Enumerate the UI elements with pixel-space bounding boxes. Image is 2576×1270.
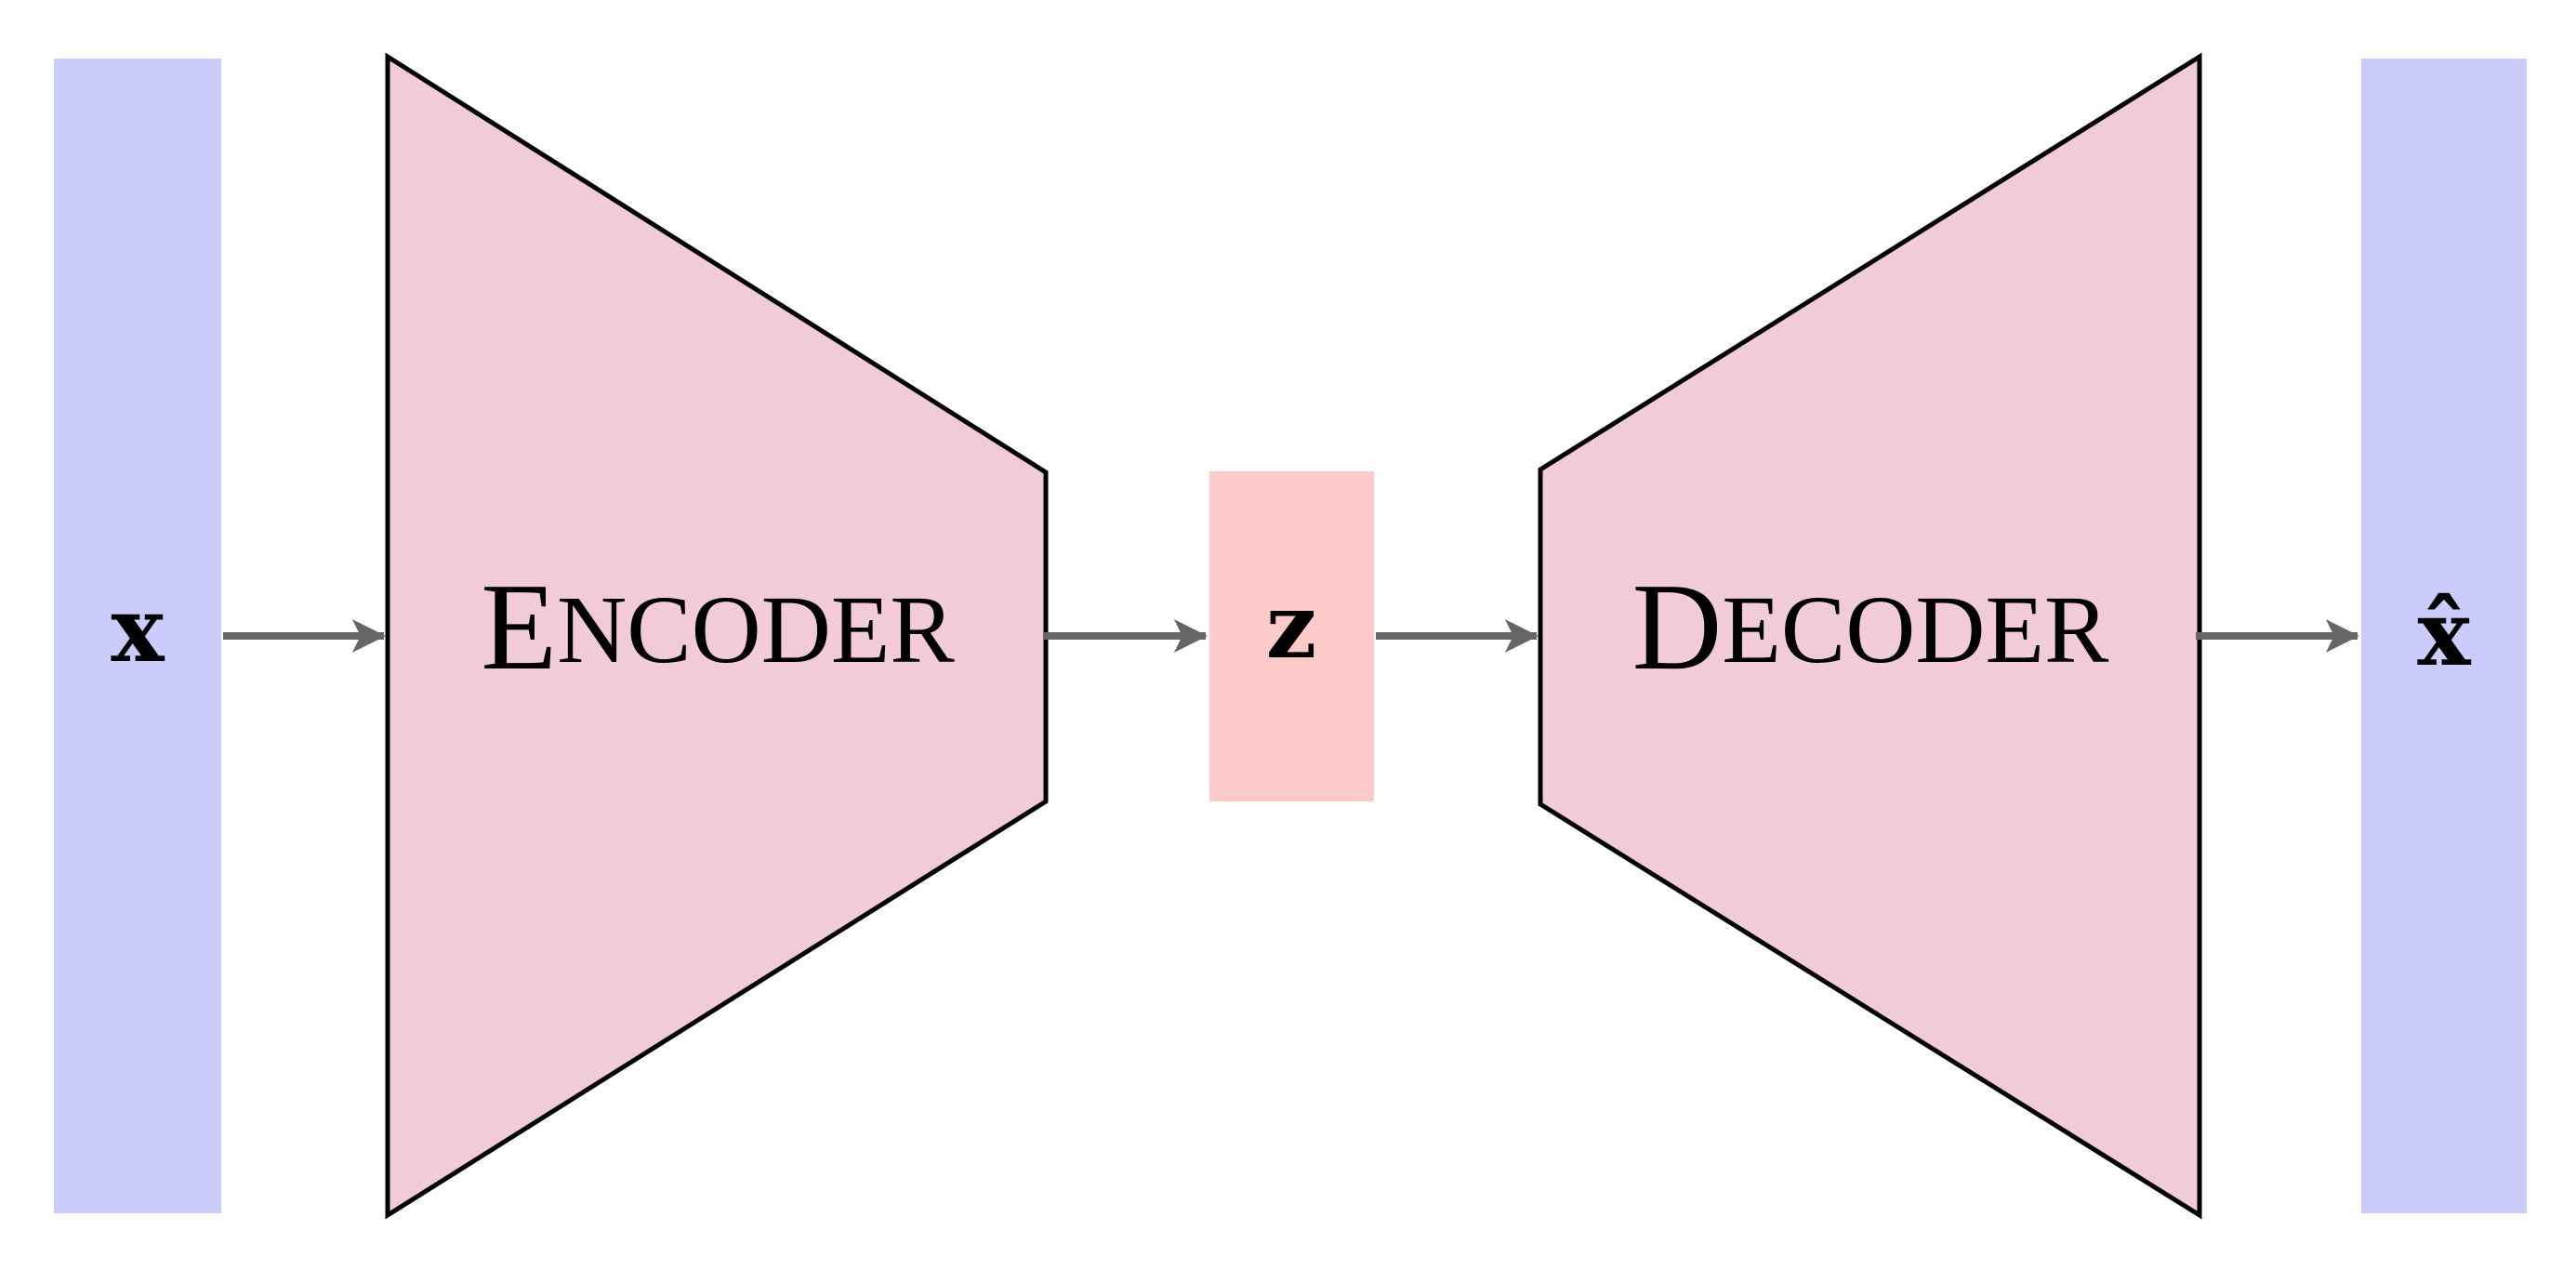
latent-box [1209,471,1374,801]
input-node: x [54,59,221,1213]
decoder-label-initial: D [1632,558,1723,695]
input-label: x [111,577,165,682]
latent-label: z [1266,574,1317,679]
encoder-shape [385,52,1049,1220]
input-box [54,59,221,1213]
encoder-label-rest: NCODER [557,576,955,683]
output-box [2361,59,2527,1213]
encoder-label-initial: E [481,558,557,695]
decoder-label: DECODER [1632,558,2109,695]
latent-node: z [1209,471,1374,801]
output-node: x̂ [2361,59,2527,1213]
decoder-shape [1538,52,2202,1220]
output-label: x̂ [2417,581,2471,686]
encoder-block: ENCODER [385,52,1049,1220]
decoder-block: DECODER [1538,52,2202,1220]
encoder-label: ENCODER [481,558,955,695]
decoder-label-rest: ECODER [1722,576,2109,683]
